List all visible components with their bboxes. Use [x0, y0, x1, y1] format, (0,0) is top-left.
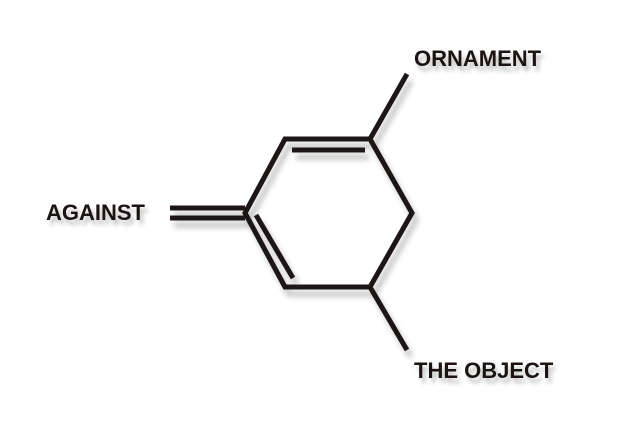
hexagon-ring [242, 136, 415, 290]
bond-bottom-substituent [367, 285, 410, 352]
bond-top-substituent [367, 72, 410, 141]
label-against: AGAINST [46, 200, 145, 225]
label-ornament: ORNAMENT [414, 46, 542, 71]
inner-double-bond-lower-left [253, 213, 296, 280]
label-the-object: THE OBJECT [414, 358, 554, 383]
